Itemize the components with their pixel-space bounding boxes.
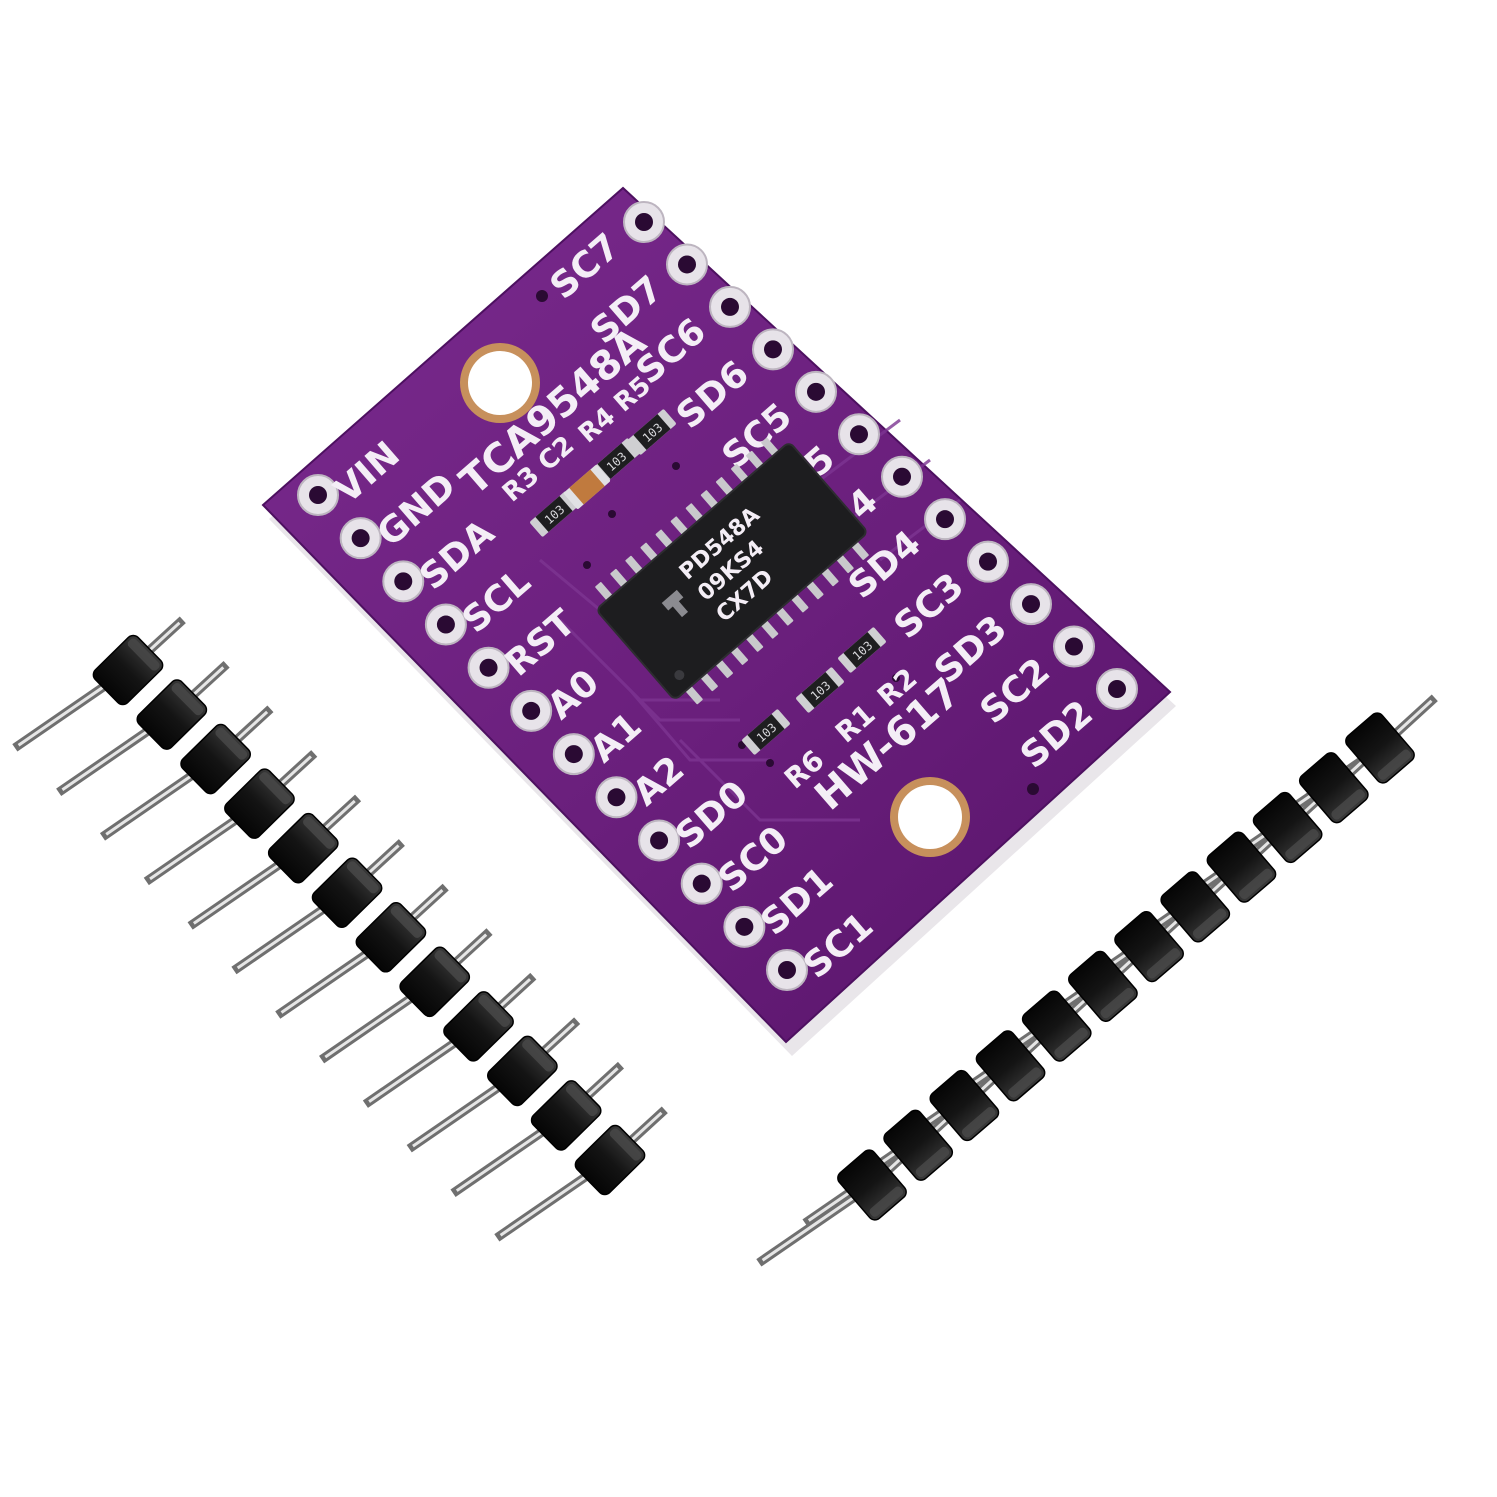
resistor-r5: 103: [628, 409, 676, 455]
pin-pad-sda: [382, 560, 425, 603]
mounting-hole-bottom: [890, 777, 970, 857]
header-plastic-block: [355, 901, 427, 973]
header-plastic-block: [1345, 712, 1415, 784]
header-plastic-block: [92, 634, 164, 706]
header-plastic-block: [443, 991, 514, 1062]
pin-pad-sd2: [1096, 668, 1138, 710]
pin-header-right: [756, 694, 1438, 1267]
capacitor-c2: [564, 465, 610, 509]
pin-pad-scl: [424, 603, 467, 646]
tca9548a-ic: PD548A 09KS4 CX7D: [595, 437, 869, 705]
pin-pad-sd6: [752, 328, 794, 371]
pin-pad-sd0: [638, 819, 681, 862]
header-plastic-block: [1114, 911, 1184, 983]
header-plastic-block: [136, 679, 208, 750]
pin-pad-sc7: [623, 201, 665, 243]
header-plastic-block: [180, 723, 252, 795]
header-plastic-block: [1021, 990, 1092, 1062]
pin-pad-vin: [297, 474, 339, 516]
header-plastic-block: [311, 857, 383, 929]
header-plastic-block: [224, 768, 295, 839]
header-plastic-block: [1160, 871, 1231, 943]
mounting-hole-top: [460, 343, 540, 423]
pin-pad-sc4: [881, 455, 923, 498]
pin-pad-sc2: [1053, 625, 1095, 668]
pin-pad-sd1: [723, 905, 766, 948]
pin-pad-sc1: [766, 949, 808, 991]
right-pin-pads: [623, 201, 1138, 710]
pin-pad-sd5: [838, 413, 880, 456]
pin-pad-a1: [552, 733, 595, 776]
resistor-r1: 103: [796, 667, 844, 713]
pin-pad-a2: [595, 776, 638, 819]
header-plastic-block: [837, 1149, 907, 1221]
ti-logo-icon: [661, 589, 689, 618]
pin-pad-sd3: [1010, 583, 1052, 626]
pin-pad-rst: [467, 646, 510, 689]
resistor-r3: 103: [530, 491, 578, 537]
pin-pad-sc6: [709, 285, 751, 328]
header-plastic-block: [1068, 950, 1138, 1022]
header-plastic-block: [1206, 831, 1277, 903]
header-plastic-block: [1252, 791, 1323, 864]
pin-pad-gnd: [339, 517, 382, 560]
header-plastic-block: [883, 1109, 954, 1181]
pin-pad-sc5: [795, 370, 837, 413]
header-plastic-block: [975, 1030, 1046, 1102]
pin-pad-a0: [510, 689, 553, 732]
header-plastic-block: [267, 812, 339, 884]
header-plastic-block: [1298, 752, 1369, 824]
pin-pad-sd4: [924, 498, 966, 541]
pin-pad-sc0: [680, 862, 723, 905]
pin-header-left: [12, 616, 668, 1242]
header-plastic-block: [486, 1035, 558, 1107]
pin-pad-sd7: [666, 243, 708, 286]
pin-pad-sc3: [967, 540, 1009, 583]
via-dot: [536, 290, 548, 302]
header-plastic-block: [929, 1069, 1000, 1142]
header-plastic-block: [574, 1124, 646, 1196]
via-dot: [1027, 783, 1039, 795]
header-plastic-block: [399, 946, 471, 1018]
header-plastic-block: [530, 1080, 602, 1151]
left-pin-pads: [297, 474, 808, 991]
